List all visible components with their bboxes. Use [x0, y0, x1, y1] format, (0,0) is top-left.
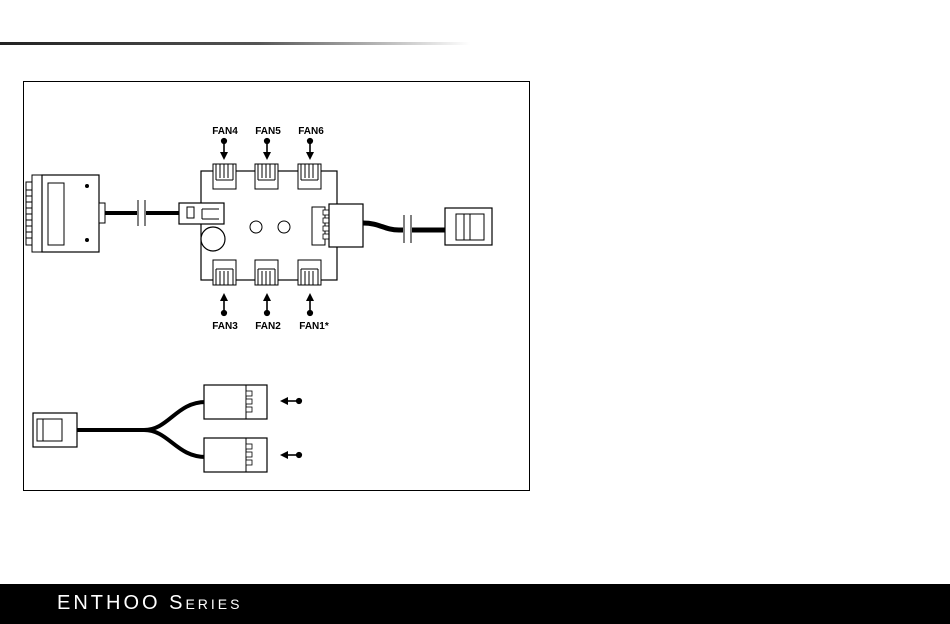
fan-label-top: FAN4: [212, 126, 238, 137]
series-title: ENTHOO Series: [57, 592, 242, 615]
fan-arrows-bottom: [222, 297, 313, 315]
header-fan3: [213, 260, 236, 285]
pwm-connector: [445, 208, 492, 245]
fan-label-bottom: FAN2: [255, 321, 281, 332]
y-splitter-cable: [33, 385, 301, 472]
header-fan6: [298, 164, 321, 189]
mount-hole-icon: [278, 221, 290, 233]
splitter-output-connector-top: [204, 385, 267, 419]
header-fan4: [213, 164, 236, 189]
header-fan2: [255, 260, 278, 285]
header-fan1: [298, 260, 321, 285]
header-fan5: [255, 164, 278, 189]
sata-cable: [105, 200, 179, 226]
fan-arrows-top: [222, 139, 313, 156]
fan-label-bottom: FAN3: [212, 321, 238, 332]
pwm-hub-board: [179, 164, 363, 285]
fan-label-top: FAN5: [255, 126, 281, 137]
fan-label-bottom: FAN1*: [299, 321, 329, 332]
header-rule: [0, 42, 470, 45]
capacitor-icon: [201, 227, 225, 251]
splitter-output-connector-bottom: [204, 438, 267, 472]
footer-bar: ENTHOO Series: [0, 584, 950, 624]
fan-hub-diagram: FAN4 FAN5 FAN6 FAN3 FAN2 FAN1*: [23, 81, 530, 491]
sata-power-connector: [26, 175, 105, 252]
hub-input-plug: [179, 203, 224, 224]
fan-label-top: FAN6: [298, 126, 324, 137]
hub-pwm-input-header: [312, 204, 363, 247]
mount-hole-icon: [250, 221, 262, 233]
diagram-canvas: FAN4 FAN5 FAN6 FAN3 FAN2 FAN1*: [24, 82, 531, 492]
